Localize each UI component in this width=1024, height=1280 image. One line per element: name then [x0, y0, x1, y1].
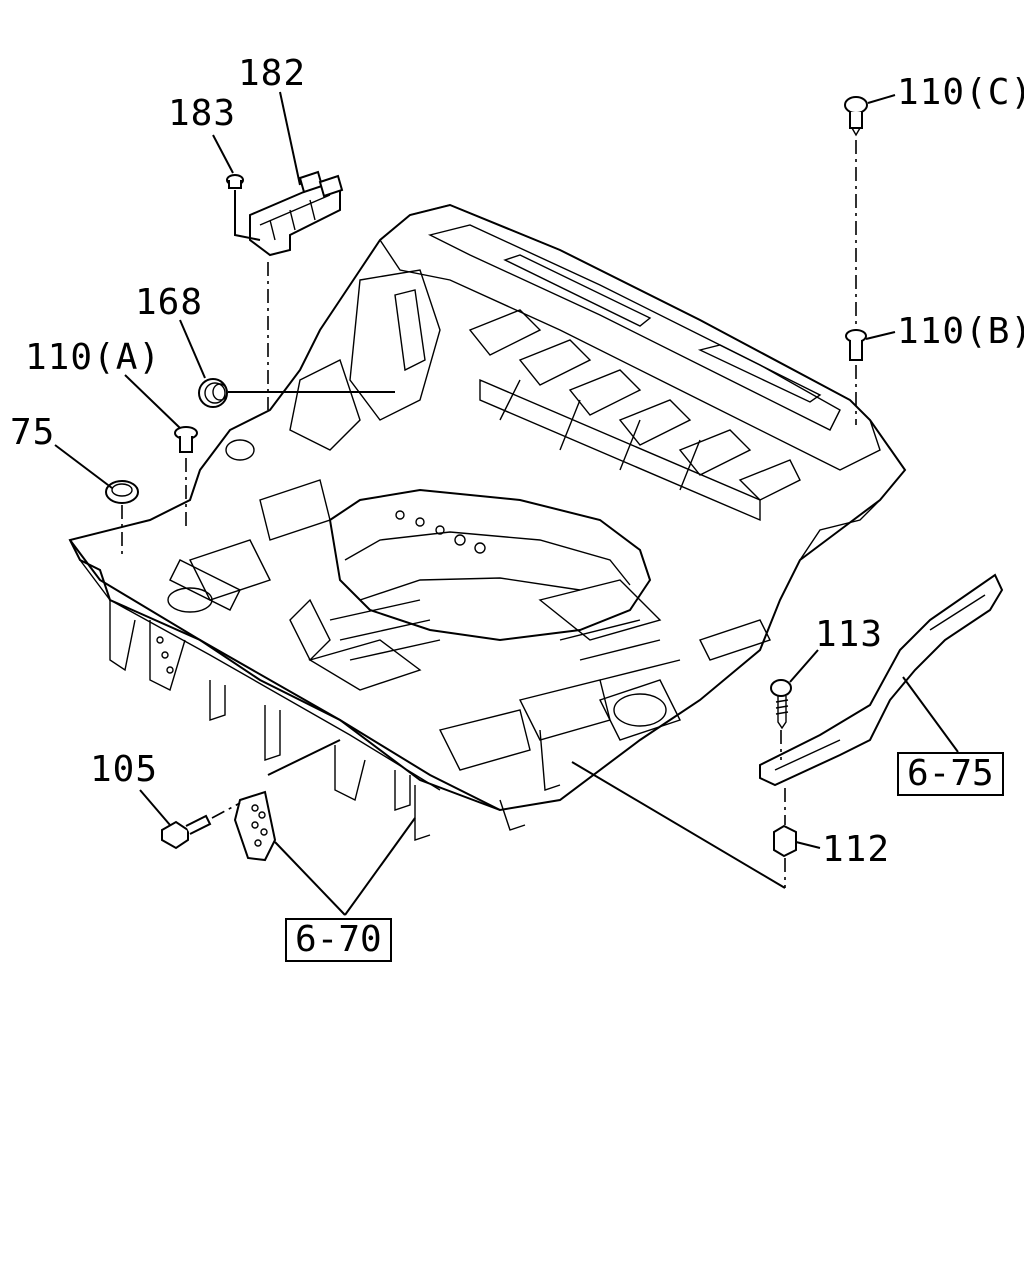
alignment-lines [121, 140, 857, 888]
part-110b-clip [845, 329, 867, 361]
part-105-bolt [161, 814, 212, 850]
part-168-grommet [198, 378, 228, 408]
callout-112: 112 [822, 829, 891, 870]
part-112-nut [773, 824, 797, 858]
reference-box-6-75: 6-75 [897, 752, 1004, 796]
part-75-plug [105, 480, 139, 504]
side-reinforcement-plate [233, 790, 277, 862]
rear-step-plate [759, 573, 1004, 787]
callout-110b: 110(B) [897, 311, 1024, 352]
part-110c-clip [844, 96, 868, 137]
reference-box-6-70: 6-70 [285, 918, 392, 962]
floor-panel-assembly [68, 203, 907, 841]
callout-75: 75 [10, 412, 56, 453]
part-113-screw [770, 679, 792, 730]
callout-113: 113 [815, 614, 884, 655]
callout-182: 182 [238, 53, 307, 94]
leader-lines [54, 91, 959, 916]
callout-168: 168 [135, 282, 204, 323]
callout-183: 183 [168, 93, 237, 134]
part-182-bracket [234, 170, 344, 257]
callout-110c: 110(C) [897, 72, 1024, 113]
callout-105: 105 [90, 749, 159, 790]
part-110a-clip [174, 426, 198, 453]
callout-110a: 110(A) [25, 337, 162, 378]
part-183-screw [226, 174, 244, 189]
